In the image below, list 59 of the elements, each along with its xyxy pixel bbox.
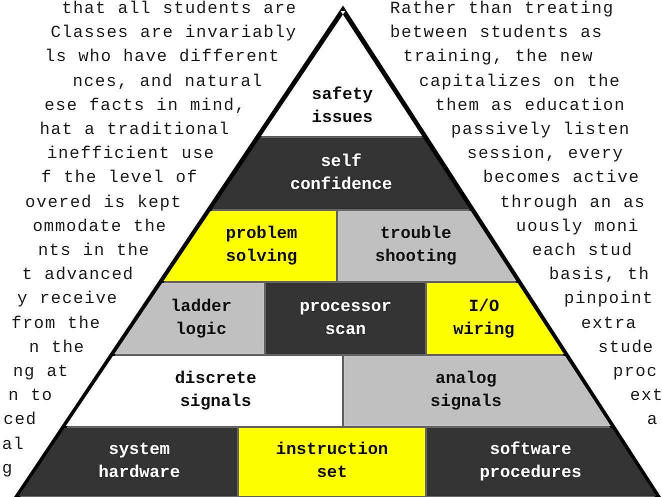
block-label: analog signals xyxy=(430,369,502,414)
paragraph-text-line: capitalizes on the xyxy=(419,72,621,94)
pyramid-block xyxy=(163,211,336,281)
paragraph-text-line: Classes are invariably xyxy=(50,23,297,46)
block-label: processor scan xyxy=(300,296,392,342)
paragraph-text-line: al xyxy=(2,434,24,457)
paragraph-text-line: ext xyxy=(630,386,662,408)
block-label: instruction set xyxy=(276,440,388,485)
paragraph-text-line: basis, th xyxy=(549,265,650,288)
paragraph-text-line: ese facts in mind, xyxy=(44,96,246,118)
paragraph-text-line: between students as xyxy=(390,23,603,46)
paragraph-text-line: from the xyxy=(11,314,101,336)
block-label: safety issues xyxy=(312,85,373,130)
paragraph-text-line: pinpoint xyxy=(564,289,654,312)
block-label: I/O wiring xyxy=(453,296,515,342)
paragraph-text-line: each stud xyxy=(532,241,633,263)
paragraph-text-line: that all students are xyxy=(62,0,297,21)
pyramid-block xyxy=(239,428,425,496)
paragraph-text-line: becomes active xyxy=(483,168,640,190)
paragraph-text-line: y receive xyxy=(17,289,118,312)
block-label: trouble shooting xyxy=(375,224,457,269)
paragraph-text-line: a xyxy=(647,410,658,432)
paragraph-text-line: proc xyxy=(613,362,658,384)
block-label: discrete signals xyxy=(174,369,256,414)
block-label: system hardware xyxy=(98,440,180,485)
paragraph-text-line: overed is kept xyxy=(25,192,182,215)
paragraph-text-line: them as education xyxy=(435,96,626,118)
paragraph-text-line: training, the new xyxy=(403,47,594,70)
paragraph-text-line: ng at xyxy=(12,362,69,384)
paragraph-text-line: ommodate the xyxy=(32,216,167,239)
paragraph-text-line: n to xyxy=(8,386,53,408)
pyramid-block xyxy=(427,428,656,496)
pyramid-block xyxy=(427,283,564,354)
pyramid-block xyxy=(338,211,516,281)
paragraph-text-line: nces, and natural xyxy=(72,72,263,94)
paragraph-text-line: f the level of xyxy=(41,168,198,190)
block-label: problem solving xyxy=(226,224,298,269)
paragraph-text-line: t advanced xyxy=(22,265,134,288)
paragraph-text-line: n the xyxy=(28,338,85,360)
pyramid-block xyxy=(344,356,611,426)
paragraph-text-line: nts in the xyxy=(38,241,150,263)
paragraph-text-line: extra xyxy=(581,314,638,336)
paragraph-text-line: uously moni xyxy=(516,216,640,239)
block-label: ladder logic xyxy=(170,296,232,342)
paragraph-text-line: ls who have different xyxy=(44,47,280,70)
block-label: self confidence xyxy=(290,152,392,196)
paragraph-text-line: g xyxy=(2,458,14,481)
paragraph-text-line: inefficient use xyxy=(46,144,215,166)
paragraph-text-line: Rather than treating xyxy=(390,0,614,21)
pyramid-block xyxy=(114,283,264,354)
pyramid-block xyxy=(66,356,342,426)
paragraph-text-line: hat a traditional xyxy=(40,120,230,142)
paragraph-text-line: passively listen xyxy=(451,120,630,142)
pyramid-block xyxy=(266,283,425,354)
paragraph-text-line: stude xyxy=(598,338,654,360)
paragraph-text-line: ced xyxy=(3,410,37,432)
block-label: software procedures xyxy=(480,440,582,485)
paragraph-text-line: session, every xyxy=(467,144,624,166)
paragraph-text-line: through an as xyxy=(500,192,646,215)
